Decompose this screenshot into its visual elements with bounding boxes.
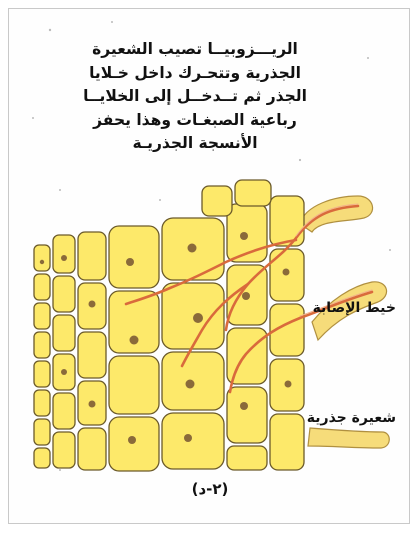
cell [227, 446, 267, 470]
nucleus [61, 255, 67, 261]
cell [34, 419, 50, 445]
root-hair-bottom [308, 428, 389, 448]
nucleus [193, 313, 203, 323]
nucleus [283, 269, 290, 276]
figure-number: (٢-د) [0, 480, 420, 498]
cell [109, 417, 159, 471]
cell [162, 283, 224, 349]
nucleus [89, 401, 96, 408]
cell [34, 245, 50, 271]
cell [227, 387, 267, 443]
infection-thread-label: خيط الإصابة [313, 300, 396, 316]
nucleus [126, 258, 134, 266]
cell [53, 235, 75, 273]
cell [162, 413, 224, 469]
cell [34, 274, 50, 300]
nucleus [240, 402, 248, 410]
nucleus [128, 436, 136, 444]
nucleus [285, 381, 292, 388]
nucleus [130, 336, 139, 345]
cell [34, 332, 50, 358]
cell [53, 393, 75, 429]
nucleus [242, 292, 250, 300]
cell [53, 315, 75, 351]
cell [53, 276, 75, 312]
cell [78, 332, 106, 378]
cell [53, 432, 75, 468]
cell [270, 414, 304, 470]
root-cells [34, 180, 304, 471]
root-hair-label: شعيرة جذرية [307, 410, 396, 426]
cell [34, 448, 50, 468]
nucleus [40, 260, 44, 264]
cell [270, 196, 304, 246]
cell [109, 356, 159, 414]
cell [202, 186, 232, 216]
cell [34, 303, 50, 329]
nucleus [89, 301, 96, 308]
cell [34, 361, 50, 387]
cell [109, 226, 159, 288]
cell [78, 428, 106, 470]
cell [78, 232, 106, 280]
cell [235, 180, 271, 206]
nucleus [61, 369, 67, 375]
nucleus [240, 232, 248, 240]
nucleus [186, 380, 195, 389]
cell [34, 390, 50, 416]
root-hair-top [300, 196, 373, 232]
nucleus [184, 434, 192, 442]
nucleus [188, 244, 197, 253]
